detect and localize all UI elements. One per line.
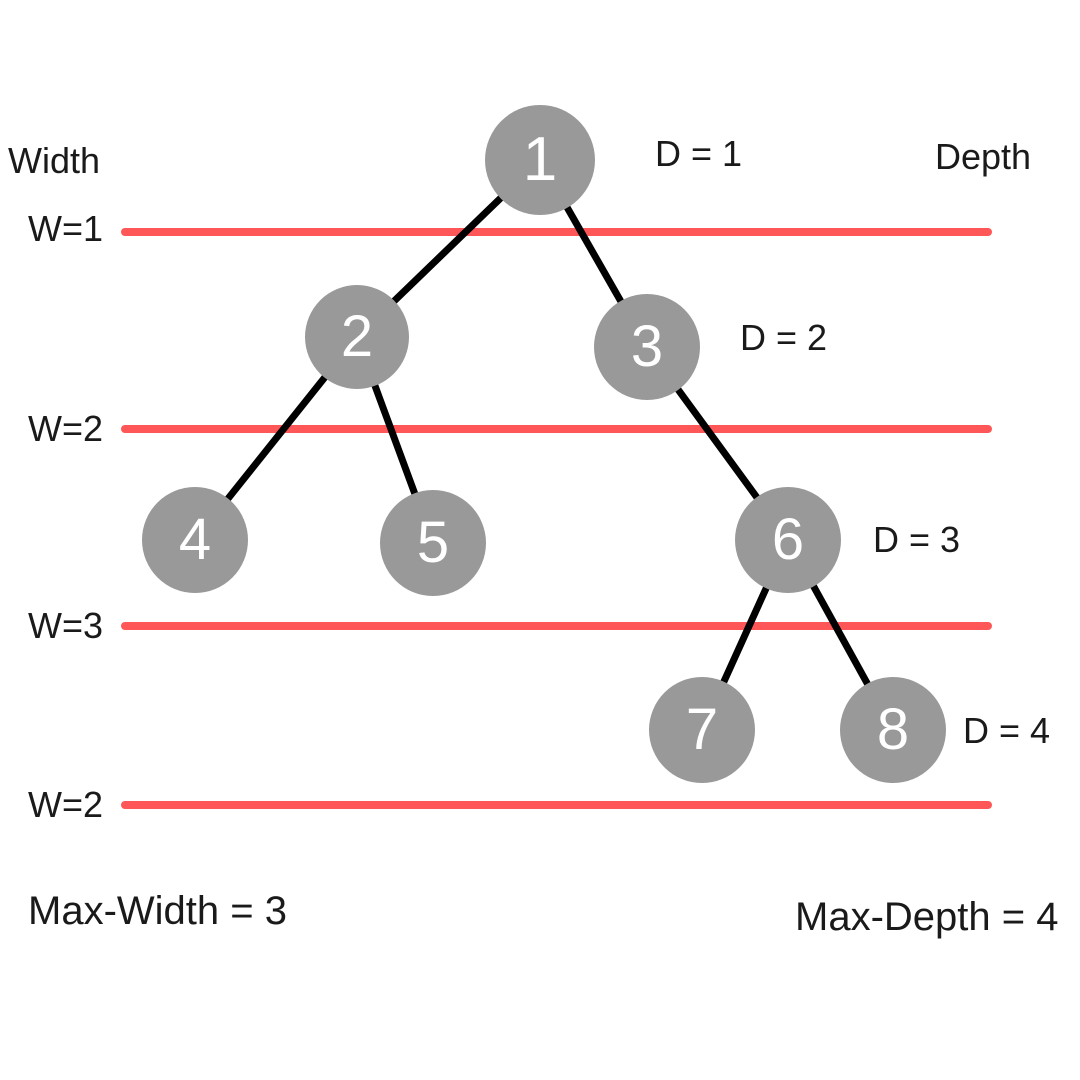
tree-node-3: 3 <box>594 294 700 400</box>
node-label: 4 <box>178 507 212 572</box>
width-label-4: W=2 <box>28 784 104 825</box>
width-level-lines <box>121 228 992 809</box>
tree-node-8: 8 <box>840 677 946 783</box>
width-axis-title: Width <box>8 140 101 181</box>
node-label: 5 <box>416 510 450 575</box>
depth-label-3: D = 3 <box>873 519 961 560</box>
node-label: 1 <box>522 125 558 194</box>
depth-label-1: D = 1 <box>655 133 743 174</box>
tree-node-6: 6 <box>735 487 841 593</box>
max-depth-label: Max-Depth = 4 <box>795 895 1059 939</box>
node-label: 2 <box>340 304 374 369</box>
depth-axis-title: Depth <box>935 136 1032 177</box>
width-label-2: W=2 <box>28 408 104 449</box>
node-label: 7 <box>685 697 719 762</box>
width-label-3: W=3 <box>28 605 104 646</box>
tree-edges <box>191 156 897 734</box>
width-label-1: W=1 <box>28 208 104 249</box>
tree-node-1: 1 <box>485 105 595 215</box>
depth-label-4: D = 4 <box>963 710 1051 751</box>
max-width-label: Max-Width = 3 <box>28 889 287 933</box>
tree-node-7: 7 <box>649 677 755 783</box>
node-label: 6 <box>771 507 805 572</box>
node-label: 8 <box>876 697 910 762</box>
node-label: 3 <box>630 314 664 379</box>
tree-node-4: 4 <box>142 487 248 593</box>
tree-node-2: 2 <box>305 285 409 389</box>
depth-label-2: D = 2 <box>740 317 828 358</box>
tree-node-5: 5 <box>380 490 486 596</box>
